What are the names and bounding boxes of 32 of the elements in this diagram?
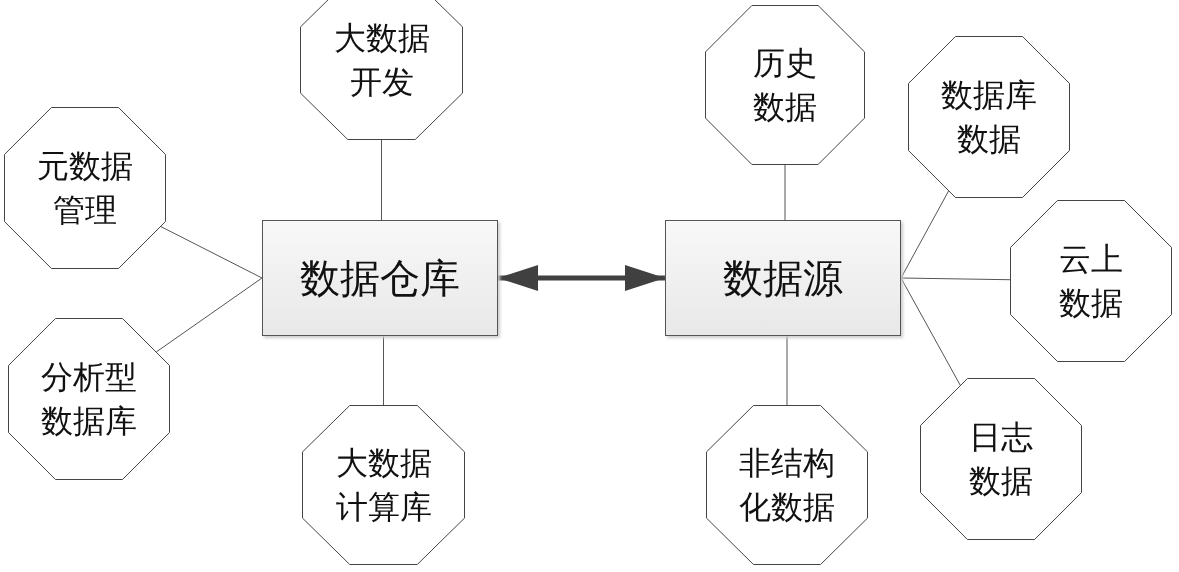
octagon-node (4, 107, 166, 269)
connector-line (155, 277, 263, 353)
node-label: 大数据开发 (332, 18, 431, 103)
node-label: 大数据计算库 (334, 443, 433, 528)
octagon-node (8, 318, 170, 480)
node-label: 历史数据 (752, 43, 818, 128)
octagon-node (300, 0, 463, 140)
connector-line (900, 190, 949, 279)
node-label: 数据库数据 (940, 75, 1038, 160)
octagon-node (908, 36, 1070, 198)
connector-line (786, 335, 788, 406)
connector-line (383, 335, 384, 406)
octagon-node (706, 405, 868, 565)
connector-line (160, 226, 263, 279)
node-label: 日志数据 (968, 417, 1034, 502)
node-label: 数据源 (723, 253, 843, 303)
process-box (665, 220, 901, 336)
connector-line (784, 164, 786, 221)
node-label: 数据仓库 (300, 253, 460, 303)
octagon-node (705, 5, 865, 165)
connector-line (900, 277, 961, 386)
node-label: 非结构化数据 (738, 443, 836, 528)
octagon-node (920, 378, 1082, 540)
double-arrow (498, 265, 665, 291)
octagon-node (302, 405, 465, 565)
connector-line (381, 139, 382, 221)
node-label: 分析型数据库 (40, 357, 138, 442)
node-label: 云上数据 (1058, 239, 1124, 324)
process-box (262, 220, 498, 336)
connector-line (900, 277, 1011, 281)
octagon-node (1010, 200, 1172, 362)
node-label: 元数据管理 (36, 146, 134, 231)
